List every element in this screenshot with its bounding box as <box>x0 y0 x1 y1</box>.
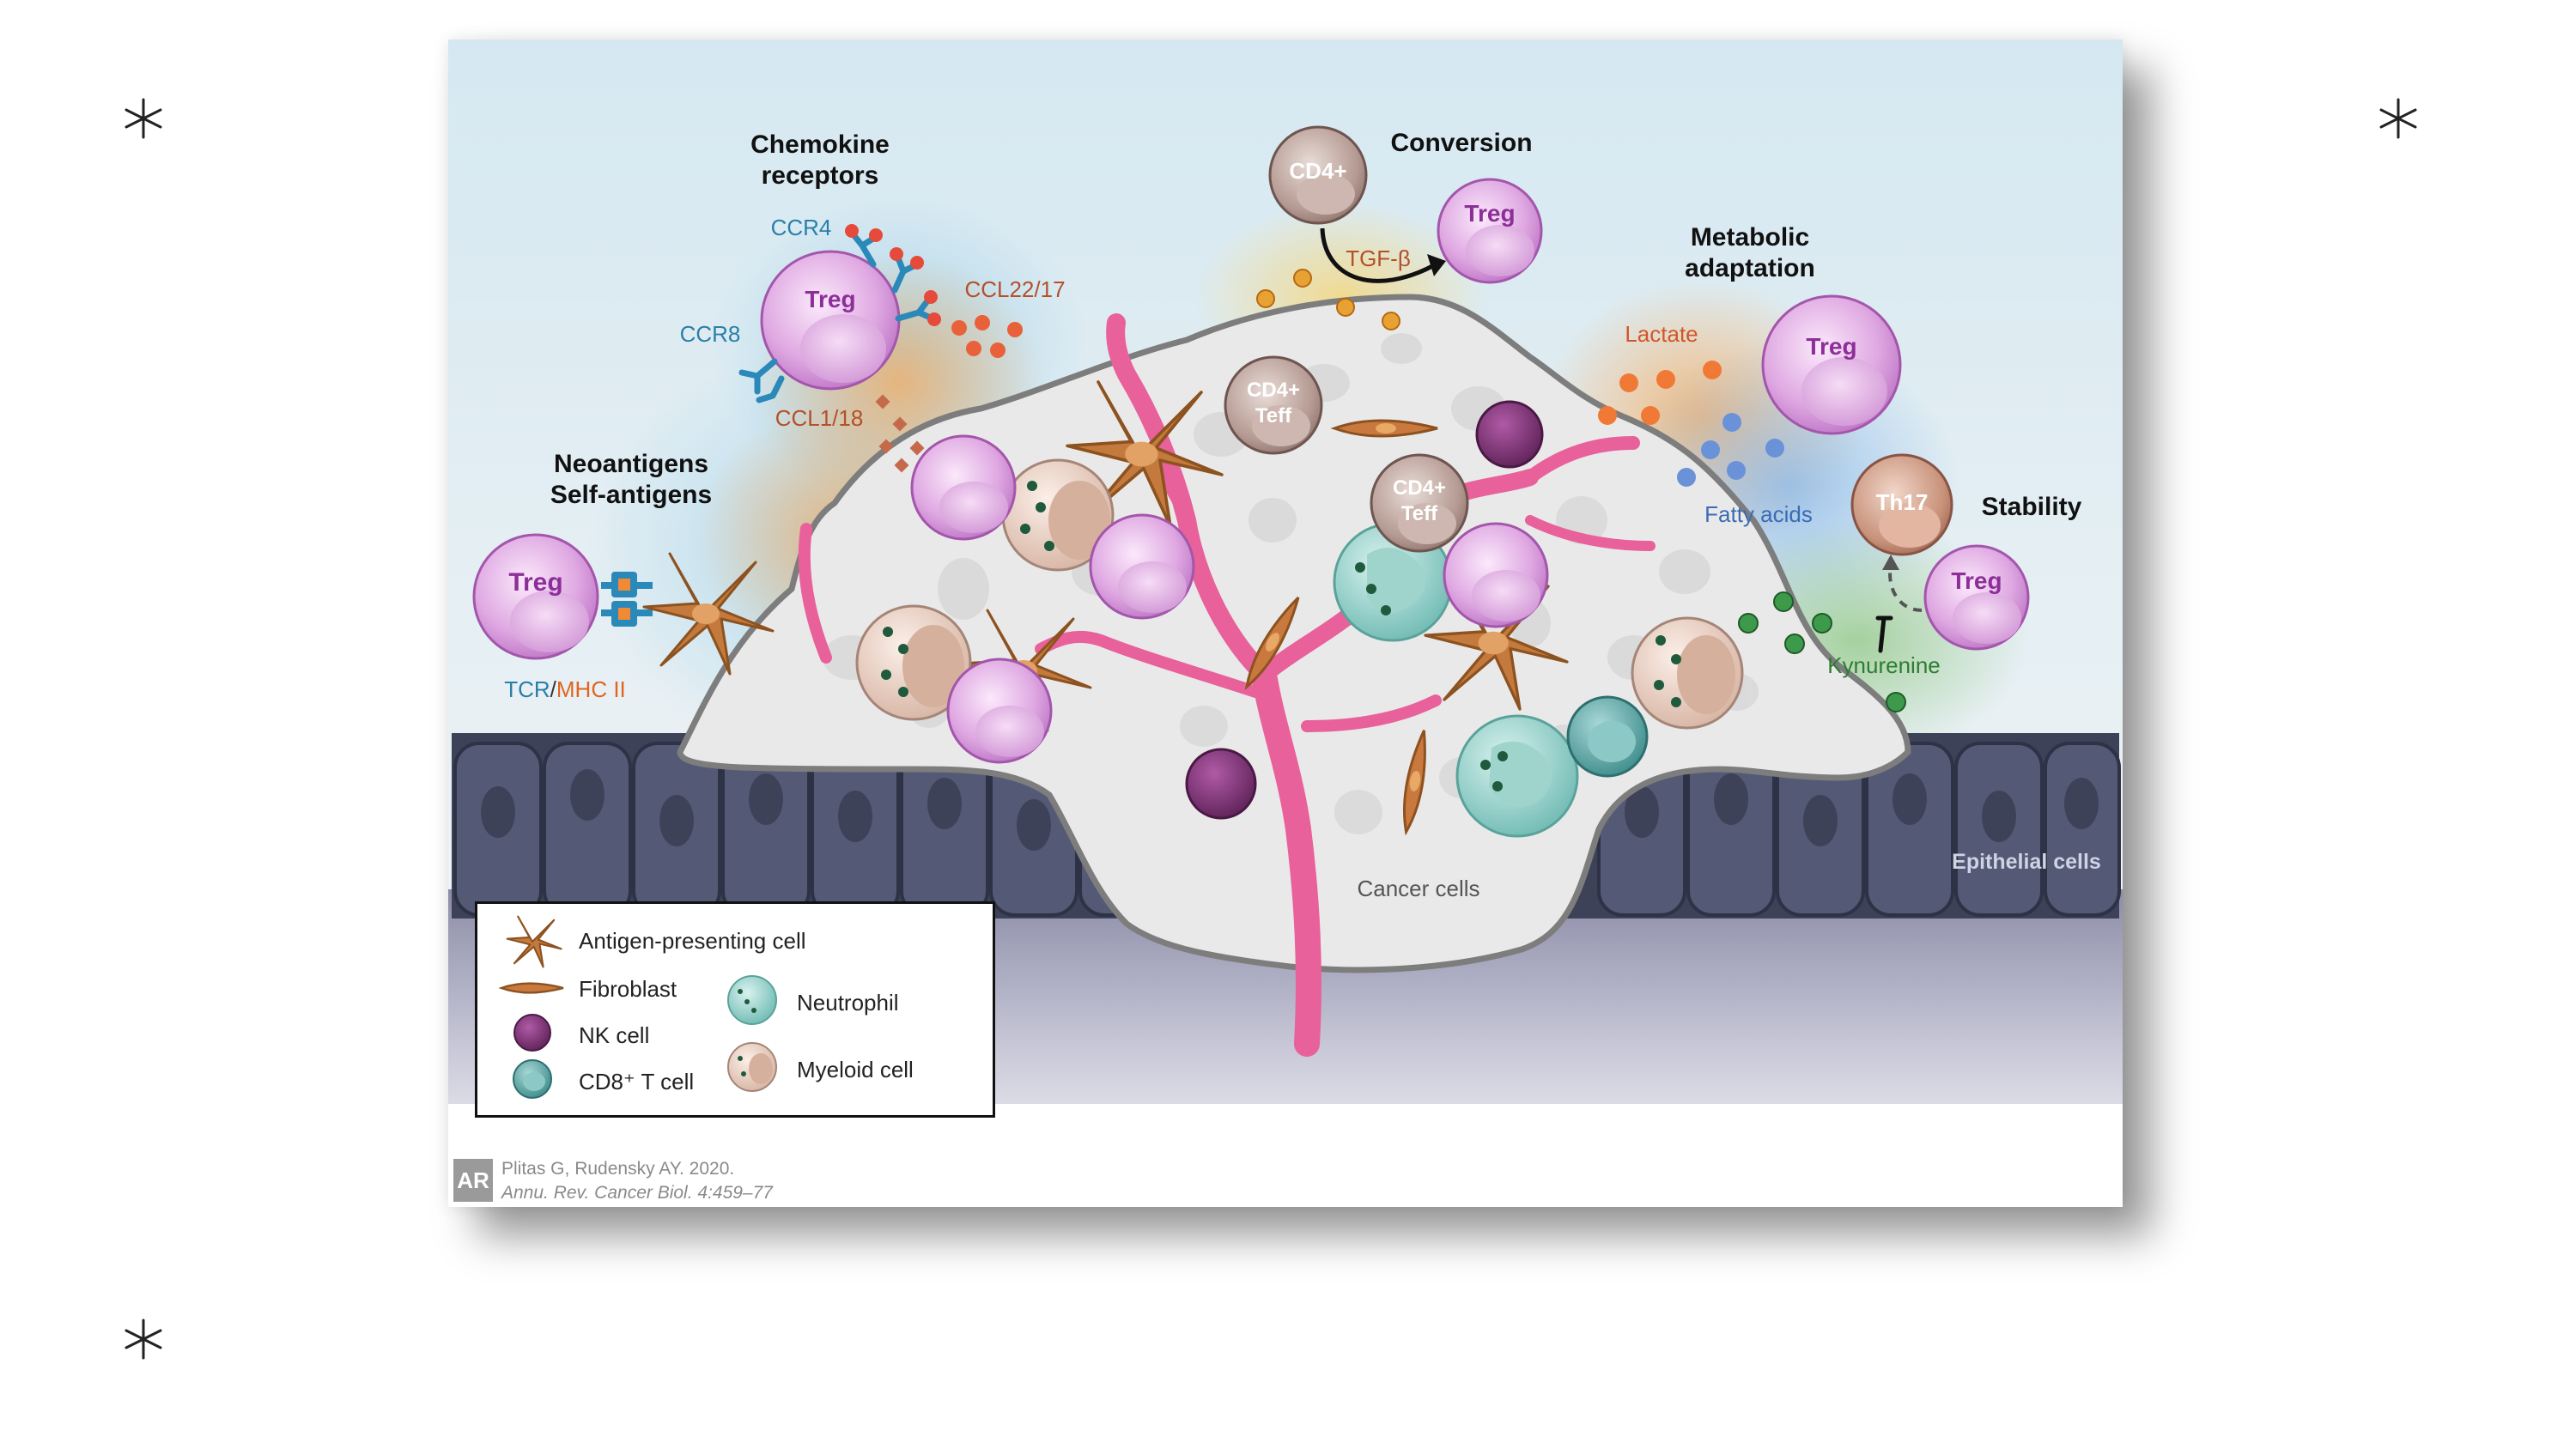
legend-myeloid-label: Myeloid cell <box>797 1057 914 1082</box>
treg-cell-icon <box>1443 522 1549 628</box>
th17-cell <box>1850 453 1953 556</box>
tgf-beta-label: TGF-β <box>1346 246 1411 271</box>
citation: Plitas G, Rudensky AY. 2020. Annu. Rev. … <box>501 1157 773 1205</box>
nk-cell-icon <box>1475 400 1544 469</box>
apc-legend-icon <box>506 915 562 968</box>
citation-authors: Plitas G, Rudensky AY. 2020. <box>501 1159 735 1179</box>
treg-chemokine-cell <box>738 224 941 403</box>
cd4-teff-cell <box>1224 355 1323 455</box>
star-icon <box>2379 98 2417 139</box>
treg-label: Treg <box>1806 333 1856 360</box>
legend-apc-label: Antigen-presenting cell <box>579 928 806 954</box>
stability-dashed-arrow <box>1888 564 1923 612</box>
lactate-molecules <box>1598 361 1722 425</box>
treg-metabolic-cell <box>1761 294 1902 435</box>
treg-label: Treg <box>1464 200 1515 227</box>
stability-arrowhead <box>1882 555 1899 570</box>
epithelial-cells-label: Epithelial cells <box>1952 850 2101 874</box>
cd4-teff-label: CD4+ <box>1393 476 1446 500</box>
treg-label: Treg <box>805 286 855 312</box>
ccl1-18-label: CCL1/18 <box>775 405 864 431</box>
label-neoantigens: Neoantigens <box>554 450 708 478</box>
kynurenine-inhibition-icon <box>1875 615 1893 653</box>
nk-cell-icon <box>1185 748 1257 820</box>
cd4-label: CD4+ <box>1289 158 1346 184</box>
cd8-legend-icon <box>513 1059 552 1099</box>
treg-cell-icon <box>910 434 1017 541</box>
cd8-t-cell-icon <box>1566 695 1649 778</box>
legend-cd8-label: CD8⁺ T cell <box>579 1069 695 1094</box>
th17-label: Th17 <box>1876 489 1929 515</box>
label-self-antigens: Self-antigens <box>550 481 712 509</box>
legend-fibroblast-label: Fibroblast <box>579 976 677 1002</box>
fatty-acid-molecules <box>1677 413 1784 487</box>
citation-journal: Annu. Rev. Cancer Biol. 4:459–77 <box>501 1183 773 1203</box>
neutrophil-icon <box>1333 522 1453 642</box>
neutrophil-icon <box>1455 714 1579 838</box>
treg-stability-cell <box>1923 544 2030 651</box>
neutrophil-legend-icon <box>727 975 777 1025</box>
treg-label: Treg <box>1951 567 2002 594</box>
kynurenine-molecules <box>1738 591 1906 712</box>
legend-icons <box>498 915 777 1099</box>
myeloid-cell-icon <box>1001 458 1115 572</box>
tgf-beta-molecules <box>1256 269 1400 330</box>
cancer-cells-label: Cancer cells <box>1357 876 1479 901</box>
star-icon <box>125 98 162 139</box>
lactate-label: Lactate <box>1625 321 1698 347</box>
star-icon <box>125 1319 162 1360</box>
treg-conversion-cell <box>1437 178 1543 284</box>
ccr8-label: CCR8 <box>680 321 741 347</box>
annual-reviews-logo: AR <box>453 1159 493 1202</box>
legend: Antigen-presenting cell Fibroblast NK ce… <box>475 901 995 1118</box>
tcr-mhc-complex <box>601 572 653 627</box>
teff-label: Teff <box>1255 404 1292 427</box>
label-stability: Stability <box>1982 493 2082 521</box>
fibroblast-legend-icon <box>498 982 564 994</box>
myeloid-cell-icon <box>855 604 972 721</box>
treg-neoantigen-cell <box>472 533 599 660</box>
conversion-arrow <box>1320 227 1437 283</box>
mhc-ii-label: MHC II <box>556 676 626 702</box>
tcr-label: TCR <box>504 676 550 702</box>
myeloid-legend-icon <box>727 1042 777 1092</box>
ccl22-17-label: CCL22/17 <box>964 276 1065 302</box>
myeloid-cell-icon <box>1631 616 1744 730</box>
label-conversion: Conversion <box>1390 129 1532 157</box>
cd4-teff-cell <box>1370 453 1469 553</box>
cd4-teff-label: CD4+ <box>1247 379 1300 402</box>
tcr-mhc-separator: / <box>550 676 557 702</box>
ccr4-label: CCR4 <box>771 215 832 240</box>
conversion-arrowhead <box>1427 254 1446 276</box>
teff-label: Teff <box>1401 502 1438 525</box>
cd4-conversion-cell <box>1268 125 1368 225</box>
treg-cell-icon <box>1089 513 1195 620</box>
legend-neutrophil-label: Neutrophil <box>797 990 899 1016</box>
treg-label: Treg <box>508 568 562 597</box>
treg-cell-icon <box>946 658 1053 764</box>
ccl22-17-molecules <box>951 315 1023 358</box>
nk-legend-icon <box>513 1014 551 1052</box>
kynurenine-label: Kynurenine <box>1827 652 1941 678</box>
tcr-mhc-label: TCR/MHC II <box>504 676 626 702</box>
legend-nk-label: NK cell <box>579 1022 650 1048</box>
fatty-acids-label: Fatty acids <box>1704 501 1813 527</box>
